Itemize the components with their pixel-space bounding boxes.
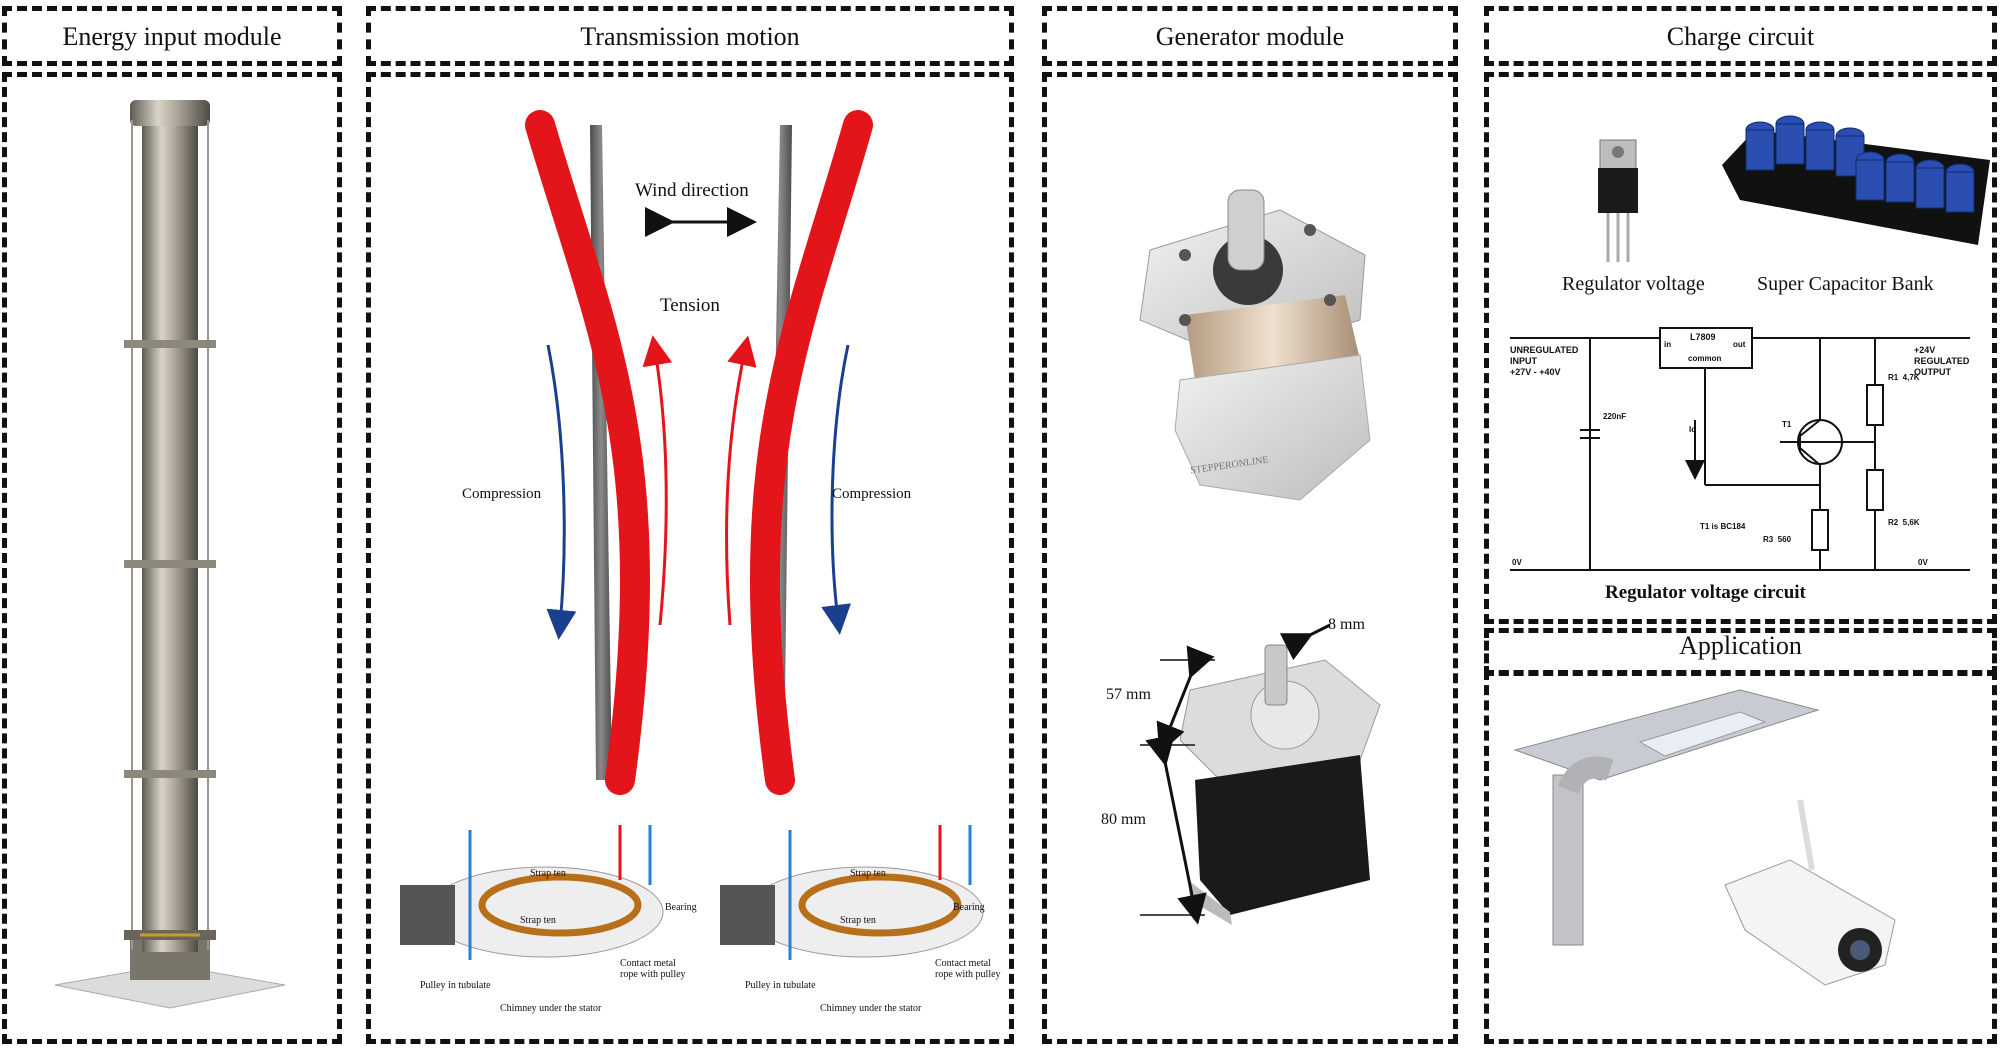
detail-left-strap-top: Strap ten [530,868,566,879]
regulator-schematic [1508,305,1986,579]
capacitor-bank-component [1722,115,1990,245]
motor-shaft-dimension: 8 mm [1328,616,1365,633]
tension-label: Tension [660,295,720,316]
circuit-caption: Regulator voltage circuit [1605,582,1806,603]
energy-panel-box [2,72,342,1044]
stepper-motor-illustration [1140,623,1381,925]
motor-length-dimension: 80 mm [1101,811,1146,828]
compression-arrow-right [821,344,852,635]
tension-arrow-left [642,335,673,626]
street-light-illustration [1513,689,1820,946]
energy-title-box [2,6,342,66]
charge-title-box [1484,6,1997,66]
ring-detail-left [400,825,664,960]
detail-right-chimney: Chimney under the stator [820,1003,922,1014]
circuit-gnd-right: 0V [1918,558,1928,567]
wind-direction-label: Wind direction [635,180,749,201]
detail-right-strap-top: Strap ten [850,868,886,879]
detail-right-bearing: Bearing [953,902,985,913]
security-camera-illustration [1724,799,1896,986]
compression-label-right: Compression [832,486,912,502]
detail-right-contact: Contact metal rope with pulley [935,958,1001,980]
compression-label-left: Compression [462,486,542,502]
detail-left-contact: Contact metal rope with pulley [620,958,686,980]
tension-arrow-right [724,335,757,626]
energy-title: Energy input module [62,22,282,51]
transmission-title: Transmission motion [580,22,800,51]
generator-title-box [1042,6,1458,66]
application-title: Application [1679,631,1802,660]
circuit-ic-label: L7809 [1690,332,1716,342]
circuit-t1-note: T1 is BC184 [1700,522,1746,531]
circuit-r2-label: R2 5,6K [1888,518,1920,527]
detail-right-strap-mid: Strap ten [840,915,876,926]
tower-illustration [54,100,286,1009]
capacitor-bank-label: Super Capacitor Bank [1757,273,1934,295]
circuit-ic-out: out [1733,340,1746,349]
transmission-rods [525,110,873,795]
detail-right-pulley: Pulley in tubulate [745,980,816,991]
regulator-component [1598,139,1638,262]
circuit-r1-label: R1 4,7K [1888,373,1920,382]
detail-left-bearing: Bearing [665,902,697,913]
circuit-cap-label: 220nF [1603,412,1627,421]
circuit-input-label: UNREGULATED INPUT +27V - +40V [1510,345,1579,377]
application-panel-box [1484,670,1997,1044]
charge-title: Charge circuit [1666,22,1815,51]
circuit-gnd-left: 0V [1512,558,1522,567]
detail-left-pulley: Pulley in tubulate [420,980,491,991]
motor-width-dimension: 57 mm [1106,686,1151,703]
transmission-title-box [366,6,1014,66]
circuit-iq-label: Iq [1689,425,1697,434]
ring-detail-right [720,825,984,960]
generator-title: Generator module [1155,22,1345,51]
generator-panel-box [1042,72,1458,1044]
regulator-label: Regulator voltage [1562,273,1705,295]
circuit-ic-common: common [1688,354,1722,363]
circuit-t1-label: T1 [1782,420,1792,429]
circuit-output-label: +24V REGULATED OUTPUT [1914,345,1970,377]
compression-arrow-left [546,344,577,640]
charge-panel-box [1484,72,1997,624]
detail-left-strap-mid: Strap ten [520,915,556,926]
transmission-panel-box [366,72,1014,1044]
gearbox-illustration [1139,189,1371,501]
circuit-ic-in: in [1664,340,1672,349]
detail-left-chimney: Chimney under the stator [500,1003,602,1014]
circuit-r3-label: R3 560 [1763,535,1792,544]
